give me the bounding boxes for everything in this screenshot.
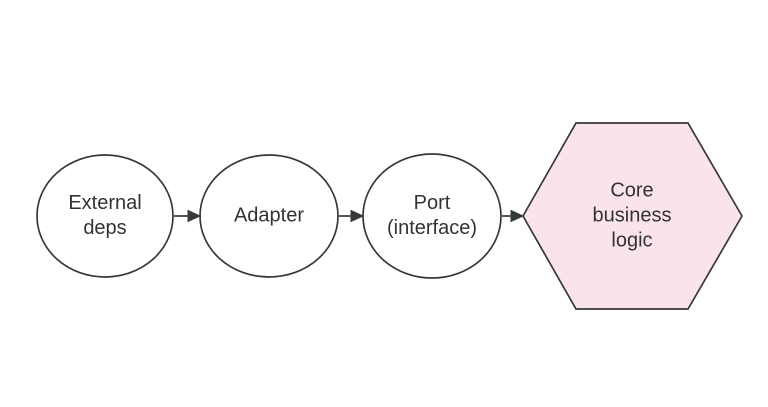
edge-adapter-to-port-interface xyxy=(339,209,365,223)
node-shape-core-business-logic xyxy=(522,122,743,310)
edge-port-interface-to-core-business-logic xyxy=(502,209,525,223)
arrowhead-icon xyxy=(510,209,525,223)
node-shape-port-interface xyxy=(362,153,502,279)
arrowhead-icon xyxy=(187,209,202,223)
node-shape-adapter xyxy=(199,154,339,278)
edge-external-deps-to-adapter xyxy=(174,209,202,223)
arrowhead-icon xyxy=(350,209,365,223)
node-shape-external-deps xyxy=(36,154,174,278)
